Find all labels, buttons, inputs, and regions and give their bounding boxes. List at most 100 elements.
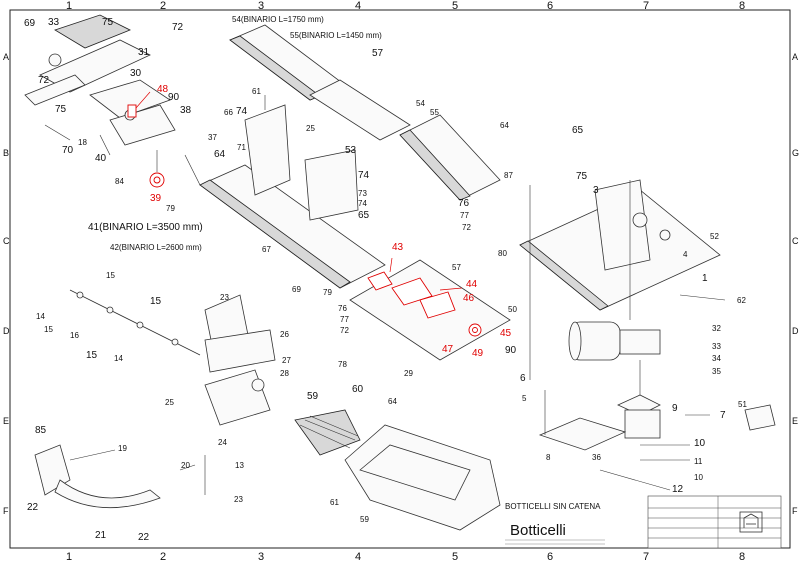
part-label: 76	[458, 198, 470, 209]
part-label: 64	[214, 149, 226, 160]
part-label: 59	[307, 391, 319, 402]
part-label: 35	[712, 367, 721, 376]
grid-row-label: A	[3, 52, 9, 62]
part-label-red: 48	[157, 84, 169, 95]
part-label-red: 49	[472, 348, 484, 359]
grid-columns-bottom: 1 2 3 4 5 6 7 8	[66, 551, 745, 563]
part-label: 15	[44, 325, 53, 334]
part-label: 21	[95, 530, 107, 541]
part-51-7	[685, 404, 776, 431]
part-label: 16	[70, 331, 79, 340]
rail-42-label: 42(BINARIO L=2600 mm)	[110, 243, 202, 252]
part-label-red: 44	[466, 279, 478, 290]
grid-col-label: 3	[258, 551, 264, 563]
part-label: 7	[720, 410, 726, 421]
part-label: 64	[500, 121, 509, 130]
title-block	[647, 495, 782, 549]
pedestal-9	[617, 394, 661, 439]
right-frame-plate	[519, 179, 721, 380]
part-label: 31	[138, 47, 150, 58]
rail-41-label: 41(BINARIO L=3500 mm)	[88, 222, 203, 233]
grid-col-label: 8	[739, 551, 745, 563]
part-label: 32	[712, 324, 721, 333]
part-label: 23	[220, 293, 229, 302]
part-label: 14	[114, 354, 123, 363]
part-label: 23	[234, 495, 243, 504]
part-label: 10	[694, 473, 703, 482]
grid-row-label: C	[792, 236, 799, 246]
part-label: 24	[218, 438, 227, 447]
part-label: 38	[180, 105, 192, 116]
motor-cylinder	[568, 321, 661, 400]
part-label: 14	[36, 312, 45, 321]
part-label: 20	[181, 461, 190, 470]
part-label: 51	[738, 400, 747, 409]
part-39-red-gear	[149, 150, 165, 188]
part-label: 62	[737, 296, 746, 305]
drawing-frame	[9, 9, 791, 549]
part-label: 71	[237, 143, 246, 152]
part-label-red: 47	[442, 344, 454, 355]
part-label: 61	[252, 87, 261, 96]
part-48-red	[127, 91, 151, 118]
plate-8-36	[538, 390, 627, 451]
grid-row-label: C	[3, 236, 10, 246]
part-label: 69	[24, 18, 36, 29]
brand-logo	[739, 511, 763, 533]
bracket-23-26	[204, 294, 276, 426]
part-label: 54	[416, 99, 425, 108]
product-note: BOTTICELLI SIN CATENA	[505, 502, 601, 511]
part-labels: 69 33 75 72 31 30 72 75 48 90 38 70 40 1…	[24, 17, 747, 543]
part-label: 36	[592, 453, 601, 462]
part-label: 78	[338, 360, 347, 369]
part-label: 74	[358, 199, 367, 208]
part-label: 15	[106, 271, 115, 280]
grid-col-label: 6	[547, 551, 553, 563]
part-label: 72	[172, 22, 184, 33]
grid-row-label: D	[792, 326, 799, 336]
part-label: 85	[35, 425, 47, 436]
part-label: 15	[86, 350, 98, 361]
grid-col-label: 2	[160, 551, 166, 563]
part-label: 15	[150, 296, 162, 307]
part-label: 34	[712, 354, 721, 363]
part-label: 64	[388, 397, 397, 406]
grid-col-label: 6	[547, 0, 553, 12]
grid-row-label: F	[792, 506, 798, 516]
part-label: 72	[462, 223, 471, 232]
part-label: 70	[62, 145, 74, 156]
part-label: 69	[292, 285, 301, 294]
part-label-red: 43	[392, 242, 404, 253]
part-label: 19	[118, 444, 127, 453]
grid-row-label: E	[3, 416, 9, 426]
part-label: 22	[27, 502, 39, 513]
part-label: 60	[352, 384, 364, 395]
part-label: 52	[710, 232, 719, 241]
rail-55-label: 55(BINARIO L=1450 mm)	[290, 31, 382, 40]
part-label: 37	[208, 133, 217, 142]
part-label: 74	[358, 170, 370, 181]
cover-61	[344, 424, 501, 531]
part-label: 79	[166, 204, 175, 213]
part-label: 75	[576, 171, 588, 182]
part-label: 57	[372, 48, 384, 59]
grid-col-label: 1	[66, 551, 72, 563]
part-label: 4	[683, 250, 688, 259]
part-62	[679, 294, 726, 301]
grid-col-label: 5	[452, 551, 458, 563]
rail-41-long	[184, 154, 386, 289]
part-label: 33	[48, 17, 60, 28]
part-label: 59	[360, 515, 369, 524]
part-label: 25	[165, 398, 174, 407]
part-label: 90	[168, 92, 180, 103]
part-label-red: 45	[500, 328, 512, 339]
part-label: 67	[262, 245, 271, 254]
part-label: 6	[520, 373, 526, 384]
part-label: 57	[452, 263, 461, 272]
parts-13-23	[179, 455, 206, 495]
part-label: 65	[572, 125, 584, 136]
part-label: 53	[345, 145, 357, 156]
part-label: 77	[460, 211, 469, 220]
part-label: 10	[694, 438, 706, 449]
part-label: 66	[224, 108, 233, 117]
